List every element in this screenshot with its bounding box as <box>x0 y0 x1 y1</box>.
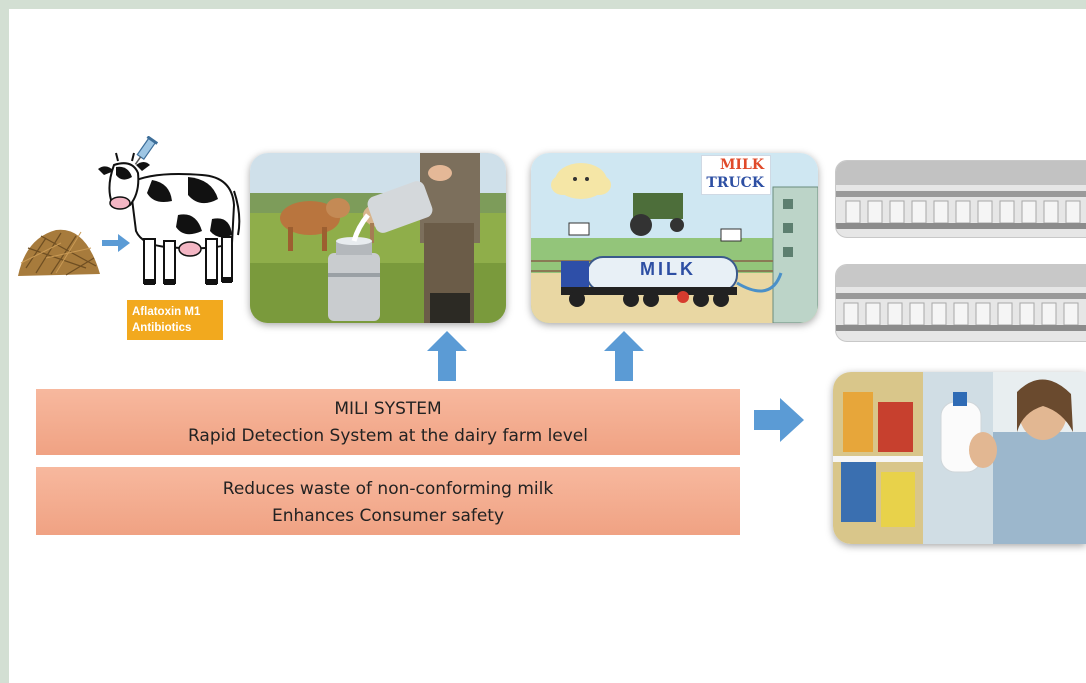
panel-subtitle: Rapid Detection System at the dairy farm… <box>187 426 588 446</box>
benefits-panel: Reduces waste of non-conforming milk Enh… <box>36 467 740 535</box>
cow-icon <box>98 152 241 285</box>
milk-truck-illustration: MILK TRUCK MILK <box>531 153 818 323</box>
arrow-right-icon <box>754 398 804 442</box>
arrow-right-icon <box>102 234 130 252</box>
diagram-canvas <box>9 9 1086 683</box>
truck-sign-line1: MILK <box>719 157 764 173</box>
contaminants-label: Aflatoxin M1 Antibiotics <box>127 300 223 340</box>
contaminant-aflatoxin: Aflatoxin M1 <box>132 306 201 318</box>
farm-milking-photo <box>250 153 506 323</box>
tank-label: MILK <box>640 259 696 279</box>
panel-title: MILI SYSTEM <box>334 399 442 419</box>
arrow-up-icon <box>427 331 467 381</box>
mili-system-panel: MILI SYSTEM Rapid Detection System at th… <box>36 389 740 455</box>
syringe-icon <box>134 136 158 165</box>
hay-pile-icon <box>18 229 100 276</box>
arrow-up-icon <box>604 331 644 381</box>
bottling-line-photo-1 <box>835 160 1086 238</box>
consumer-store-photo <box>833 372 1086 544</box>
bottling-line-photo-2 <box>835 264 1086 342</box>
contaminant-antibiotics: Antibiotics <box>132 322 192 334</box>
truck-sign-line2: TRUCK <box>706 175 764 191</box>
benefit-safety: Enhances Consumer safety <box>271 506 505 526</box>
benefit-waste: Reduces waste of non-conforming milk <box>222 479 554 499</box>
truck-sign: MILK TRUCK <box>701 155 771 195</box>
